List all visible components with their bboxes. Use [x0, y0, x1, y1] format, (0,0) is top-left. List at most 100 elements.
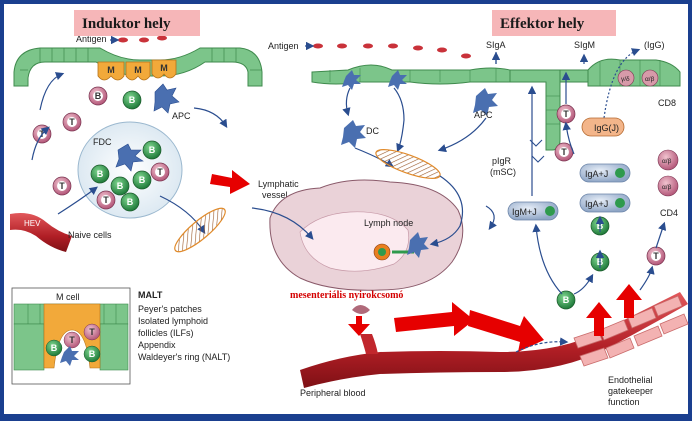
fdc-cell [115, 143, 144, 172]
naive-cells-label: Naive cells [68, 230, 112, 240]
right-cell-6-letter: T [561, 147, 567, 157]
siga-label: SIgA [486, 40, 506, 50]
alpha-beta-label-1: α/β [662, 158, 672, 165]
inductor-title: Induktor hely [82, 16, 171, 32]
svg-text:IgA+J: IgA+J [585, 169, 608, 179]
efferent-lymph [352, 305, 370, 314]
apc-label-left: APC [172, 111, 191, 121]
antigen-label-left: Antigen [76, 34, 107, 44]
red-arrow-to-lymph [210, 170, 250, 194]
left-cell-6: B [110, 176, 130, 196]
antigen-label-mid: Antigen [268, 41, 299, 51]
svg-text:IgM+J: IgM+J [512, 207, 537, 217]
left-cell-8-letter: T [157, 167, 163, 177]
m-cells-left: M M M [97, 59, 177, 81]
mesenteric-caption: mesenteriális nyirokcsomó [290, 290, 403, 301]
hev-vessel [10, 213, 72, 252]
m-cell-label: M cell [56, 292, 80, 302]
malt-item-5: Waldeyer's ring (NALT) [138, 352, 230, 362]
right-cell-1: T [556, 104, 576, 124]
right-cell-5: T [646, 246, 666, 266]
gamma-delta-label: γ/δ [621, 76, 630, 83]
malt-title: MALT [138, 290, 163, 300]
arrows-node [251, 175, 497, 247]
alpha-beta-label-cd8: α/β [645, 76, 655, 83]
intraepithelial-cells [617, 69, 659, 87]
m-cell-label-3: M [160, 63, 168, 73]
effector-title: Effektor hely [500, 16, 585, 32]
iga-j-box-1: IgA+J [579, 163, 631, 183]
malt-t-label: T [69, 335, 75, 345]
m-cell-label-2: M [134, 65, 142, 75]
malt-b-label: B [51, 343, 58, 353]
lymphatic-label-2: vessel [262, 190, 288, 200]
epithelium-left-cells [20, 48, 262, 71]
igm-j-box: IgM+J [507, 201, 559, 221]
sigm-label: SIgM [574, 40, 595, 50]
pigr-label-1: pIgR [492, 156, 512, 166]
red-arrow-right-1 [394, 302, 474, 336]
right-cell-5-letter: T [653, 251, 659, 261]
effector-title-box [492, 10, 616, 36]
lymph-node-label: Lymph node [364, 218, 413, 228]
iga-j-box-2: IgA+J [579, 193, 631, 213]
apc-mid [473, 88, 498, 116]
left-cell-7-letter: B [139, 175, 146, 185]
red-arrow-up-1 [586, 302, 612, 336]
red-arrow-up-2 [616, 284, 642, 318]
peripheral-blood-label: Peripheral blood [300, 388, 366, 398]
left-cell-4: T [52, 176, 72, 196]
endothelial-label-1: Endothelial [608, 375, 653, 385]
svg-text:IgG(J): IgG(J) [594, 123, 619, 133]
left-cell-10: B [120, 192, 140, 212]
left-cell-4-letter: T [59, 181, 65, 191]
inductor-title-box [74, 10, 200, 36]
apc-label-mid: APC [474, 110, 493, 120]
igg-label: (IgG) [644, 40, 665, 50]
epithelium-right [587, 58, 681, 87]
malt-item-1: Peyer's patches [138, 304, 202, 314]
arrows-right [527, 71, 667, 295]
pigr-label-2: (mSC) [490, 167, 516, 177]
dc-in-node [407, 232, 429, 258]
left-cell-10-letter: B [127, 197, 134, 207]
antigen-particles-mid [313, 43, 471, 59]
fdc-label: FDC [93, 137, 112, 147]
right-cell-1-letter: T [563, 109, 569, 119]
left-cell-1-letter: T [69, 117, 75, 127]
malt-item-3: follicles (ILFs) [138, 328, 194, 338]
cd8-label: CD8 [658, 98, 676, 108]
m-cell-label-1: M [107, 65, 115, 75]
b-cell-label-dome-1: B [95, 91, 102, 101]
dc-cell [341, 120, 366, 148]
left-cell-5-letter: B [97, 169, 104, 179]
dc-label: DC [366, 126, 379, 136]
left-cell-11: B [142, 140, 162, 160]
dc-in-epithelium-1 [342, 70, 361, 90]
left-cell-11-letter: B [149, 145, 156, 155]
endothelial-label-2: gatekeeper [608, 386, 653, 396]
left-cell-1: T [62, 112, 82, 132]
peripheral-blood-vessel [300, 292, 688, 388]
igg-j-box: IgG(J) [581, 117, 625, 137]
endothelial-label-3: function [608, 397, 640, 407]
malt-inset-cells: T T B B [13, 303, 129, 371]
malt-t-label-2: T [89, 327, 95, 337]
malt-item-4: Appendix [138, 340, 176, 350]
arrows-middle [342, 87, 487, 168]
left-cell-5: B [90, 164, 110, 184]
b-cells-dome: B B [88, 86, 142, 110]
antigen-particles-left [118, 35, 167, 43]
b-cell-label-dome-2: B [129, 95, 136, 105]
apc-left [153, 83, 180, 114]
left-cell-8: T [150, 162, 170, 182]
left-cell-7: B [132, 170, 152, 190]
malt-item-2: Isolated lymphoid [138, 316, 208, 326]
cd4-cells: α/β α/β [657, 149, 679, 197]
right-cell-4: B [556, 290, 576, 310]
red-arrow-right-2 [468, 310, 544, 352]
hev-label: HEV [24, 219, 41, 228]
cd4-label: CD4 [660, 208, 678, 218]
dc-in-epithelium-2 [388, 70, 407, 90]
